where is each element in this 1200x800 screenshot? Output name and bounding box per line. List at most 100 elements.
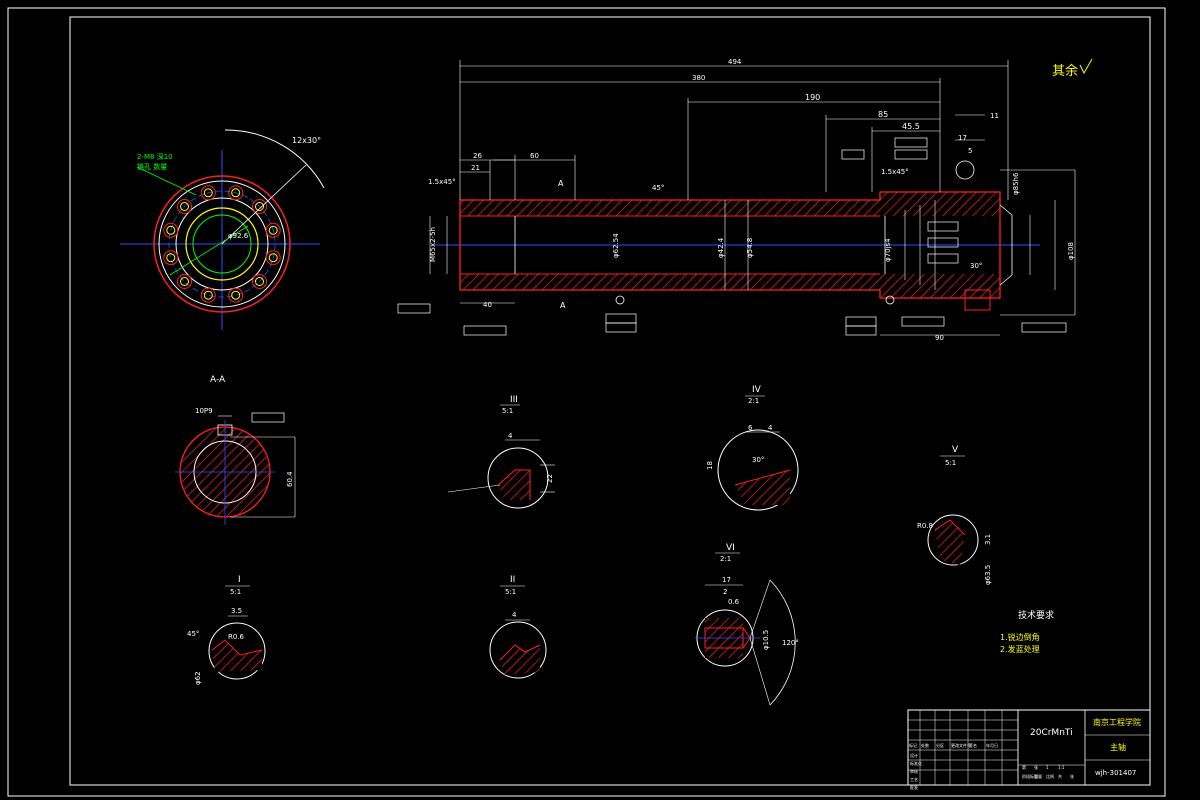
- detail-ii-scale: 5:1: [505, 588, 516, 596]
- tech-item-2: 2.发蓝处理: [1000, 644, 1040, 654]
- dia-85: φ85h6: [1012, 172, 1020, 195]
- title-block-cell: 工艺: [910, 777, 918, 782]
- title-block-cell: 1: [1046, 765, 1049, 770]
- bolt-hole-inner: [231, 188, 241, 198]
- title-block-cell: 张: [1070, 773, 1074, 779]
- detail-iii-scale: 5:1: [502, 407, 513, 415]
- flange-note-1: 2-M8 深10: [137, 152, 173, 161]
- detail-vi-2: 2: [723, 588, 727, 596]
- tech-title: 技术要求: [1018, 609, 1054, 621]
- key-width: 10P9: [195, 407, 213, 415]
- detail-iv-18: 18: [706, 461, 714, 470]
- detail-v-scale: 5:1: [945, 459, 956, 467]
- part-name-label: 主轴: [1110, 742, 1126, 752]
- dim-60: 60: [530, 152, 539, 160]
- title-block-cell: 张: [1034, 764, 1038, 770]
- bolt-hole: [252, 274, 267, 289]
- bolt-hole: [163, 250, 179, 266]
- dim-17: 17: [958, 134, 967, 142]
- detail-iii-22: 22: [546, 474, 554, 483]
- bolt-hole: [265, 222, 281, 238]
- section-aa: A-A 10P9 60.4: [175, 375, 296, 525]
- title-block-cell: 签名: [969, 742, 977, 748]
- flange-dia-label: φ92.6: [228, 232, 249, 240]
- bolt-hole-inner: [255, 202, 264, 211]
- school-label: 南京工程学院: [1093, 717, 1141, 727]
- detail-v-31: 3.1: [984, 534, 992, 545]
- bolt-hole: [228, 287, 244, 303]
- title-block-cell: 标准化: [910, 760, 922, 766]
- title-block-cell: 共: [1058, 773, 1062, 779]
- detail-v: V 5:1 R0.8 3.1 φ63.5: [917, 445, 992, 585]
- detail-vi-scale: 2:1: [720, 555, 731, 563]
- bolt-pattern-label: 12x30°: [292, 136, 321, 145]
- detail-iv-30: 30°: [752, 456, 764, 464]
- detail-vi-06: 0.6: [728, 598, 740, 606]
- detail-i-r06: R0.6: [228, 633, 245, 641]
- flange-end-view: 12x30° φ92.6 2-M8 深10 锥孔 数量: [120, 129, 325, 330]
- section-aa-label: A-A: [210, 375, 226, 385]
- main-shaft-view: 494 380 190 85 45.5 11 17 5 26 21 60 40 …: [397, 58, 1076, 342]
- detail-vi-17: 17: [722, 576, 731, 584]
- bolt-hole-inner: [231, 290, 241, 300]
- detail-iii-label: III: [510, 395, 518, 405]
- dia-70: φ70js4: [884, 238, 892, 262]
- outer-border: [7, 7, 1166, 797]
- label-a-bottom: A: [560, 301, 566, 310]
- detail-i-label: I: [238, 575, 241, 585]
- dim-90: 90: [935, 334, 944, 342]
- detail-ii-4: 4: [512, 611, 517, 619]
- bolt-hole: [177, 274, 192, 289]
- title-block: 标记处数分区更改文件号签名年月日设计标准化审核工艺批准 20CrMnTi 南京工…: [907, 709, 1151, 790]
- tech-requirements: 技术要求 1.锐边倒角 2.发蓝处理: [1000, 609, 1054, 654]
- dia-424: φ42.4: [717, 237, 725, 258]
- bolt-hole: [228, 185, 244, 201]
- bolt-hole: [163, 222, 179, 238]
- bolt-hole-inner: [180, 277, 189, 286]
- title-block-cell: 设计: [910, 752, 918, 758]
- detail-i-scale: 5:1: [230, 588, 241, 596]
- dim-380: 380: [692, 74, 705, 82]
- detail-i-35: 3.5: [231, 607, 242, 615]
- chamfer-right: 1.5x45°: [881, 168, 909, 176]
- flange-note-2: 锥孔 数量: [137, 162, 167, 171]
- dim-190: 190: [805, 93, 820, 102]
- bolt-hole: [265, 250, 281, 266]
- bolt-hole: [177, 199, 192, 214]
- bolt-hole-inner: [203, 188, 213, 198]
- detail-iv-6: 6: [748, 424, 753, 432]
- title-block-cell: 处数: [921, 742, 929, 748]
- detail-v-635: φ63.5: [984, 565, 992, 585]
- detail-vi-105: φ10.5: [762, 630, 770, 650]
- roughness-symbol: [1079, 58, 1093, 75]
- angle-30-main: 30°: [970, 262, 982, 270]
- title-block-cell: 比例: [1046, 773, 1054, 779]
- detail-iv: IV 2:1 6 4 30° 18: [706, 385, 799, 511]
- title-block-cell: 更改文件号: [951, 742, 971, 748]
- title-block-cell: 年月日: [986, 742, 998, 748]
- bolt-hole-inner: [166, 225, 176, 235]
- bolt-hole-inner: [255, 277, 264, 286]
- detail-v-label: V: [952, 445, 959, 455]
- dim-85: 85: [878, 110, 888, 119]
- dim-5: 5: [968, 147, 972, 155]
- dim-40: 40: [483, 301, 492, 309]
- bolt-hole-inner: [268, 253, 278, 263]
- title-block-cell: 重量: [1034, 773, 1042, 779]
- dim-26: 26: [473, 152, 482, 160]
- detail-iii-4: 4: [508, 432, 513, 440]
- dia-108: φ108: [1067, 242, 1075, 260]
- inner-border: [69, 16, 1151, 786]
- dia-6254: φ62.54: [612, 233, 620, 258]
- detail-ii: II 5:1 4: [489, 575, 547, 679]
- detail-i: I 5:1 3.5 R0.6 45° φ62: [187, 575, 266, 685]
- tech-item-1: 1.锐边倒角: [1000, 632, 1040, 642]
- dia-548: φ54.8: [746, 238, 754, 258]
- detail-ii-label: II: [510, 575, 515, 585]
- title-block-cell: 分区: [936, 742, 944, 748]
- angle-45-main: 45°: [652, 184, 664, 192]
- dim-455: 45.5: [902, 122, 920, 131]
- dim-21: 21: [471, 164, 480, 172]
- detail-vi-label: VI: [726, 543, 735, 553]
- detail-i-62: φ62: [194, 671, 202, 685]
